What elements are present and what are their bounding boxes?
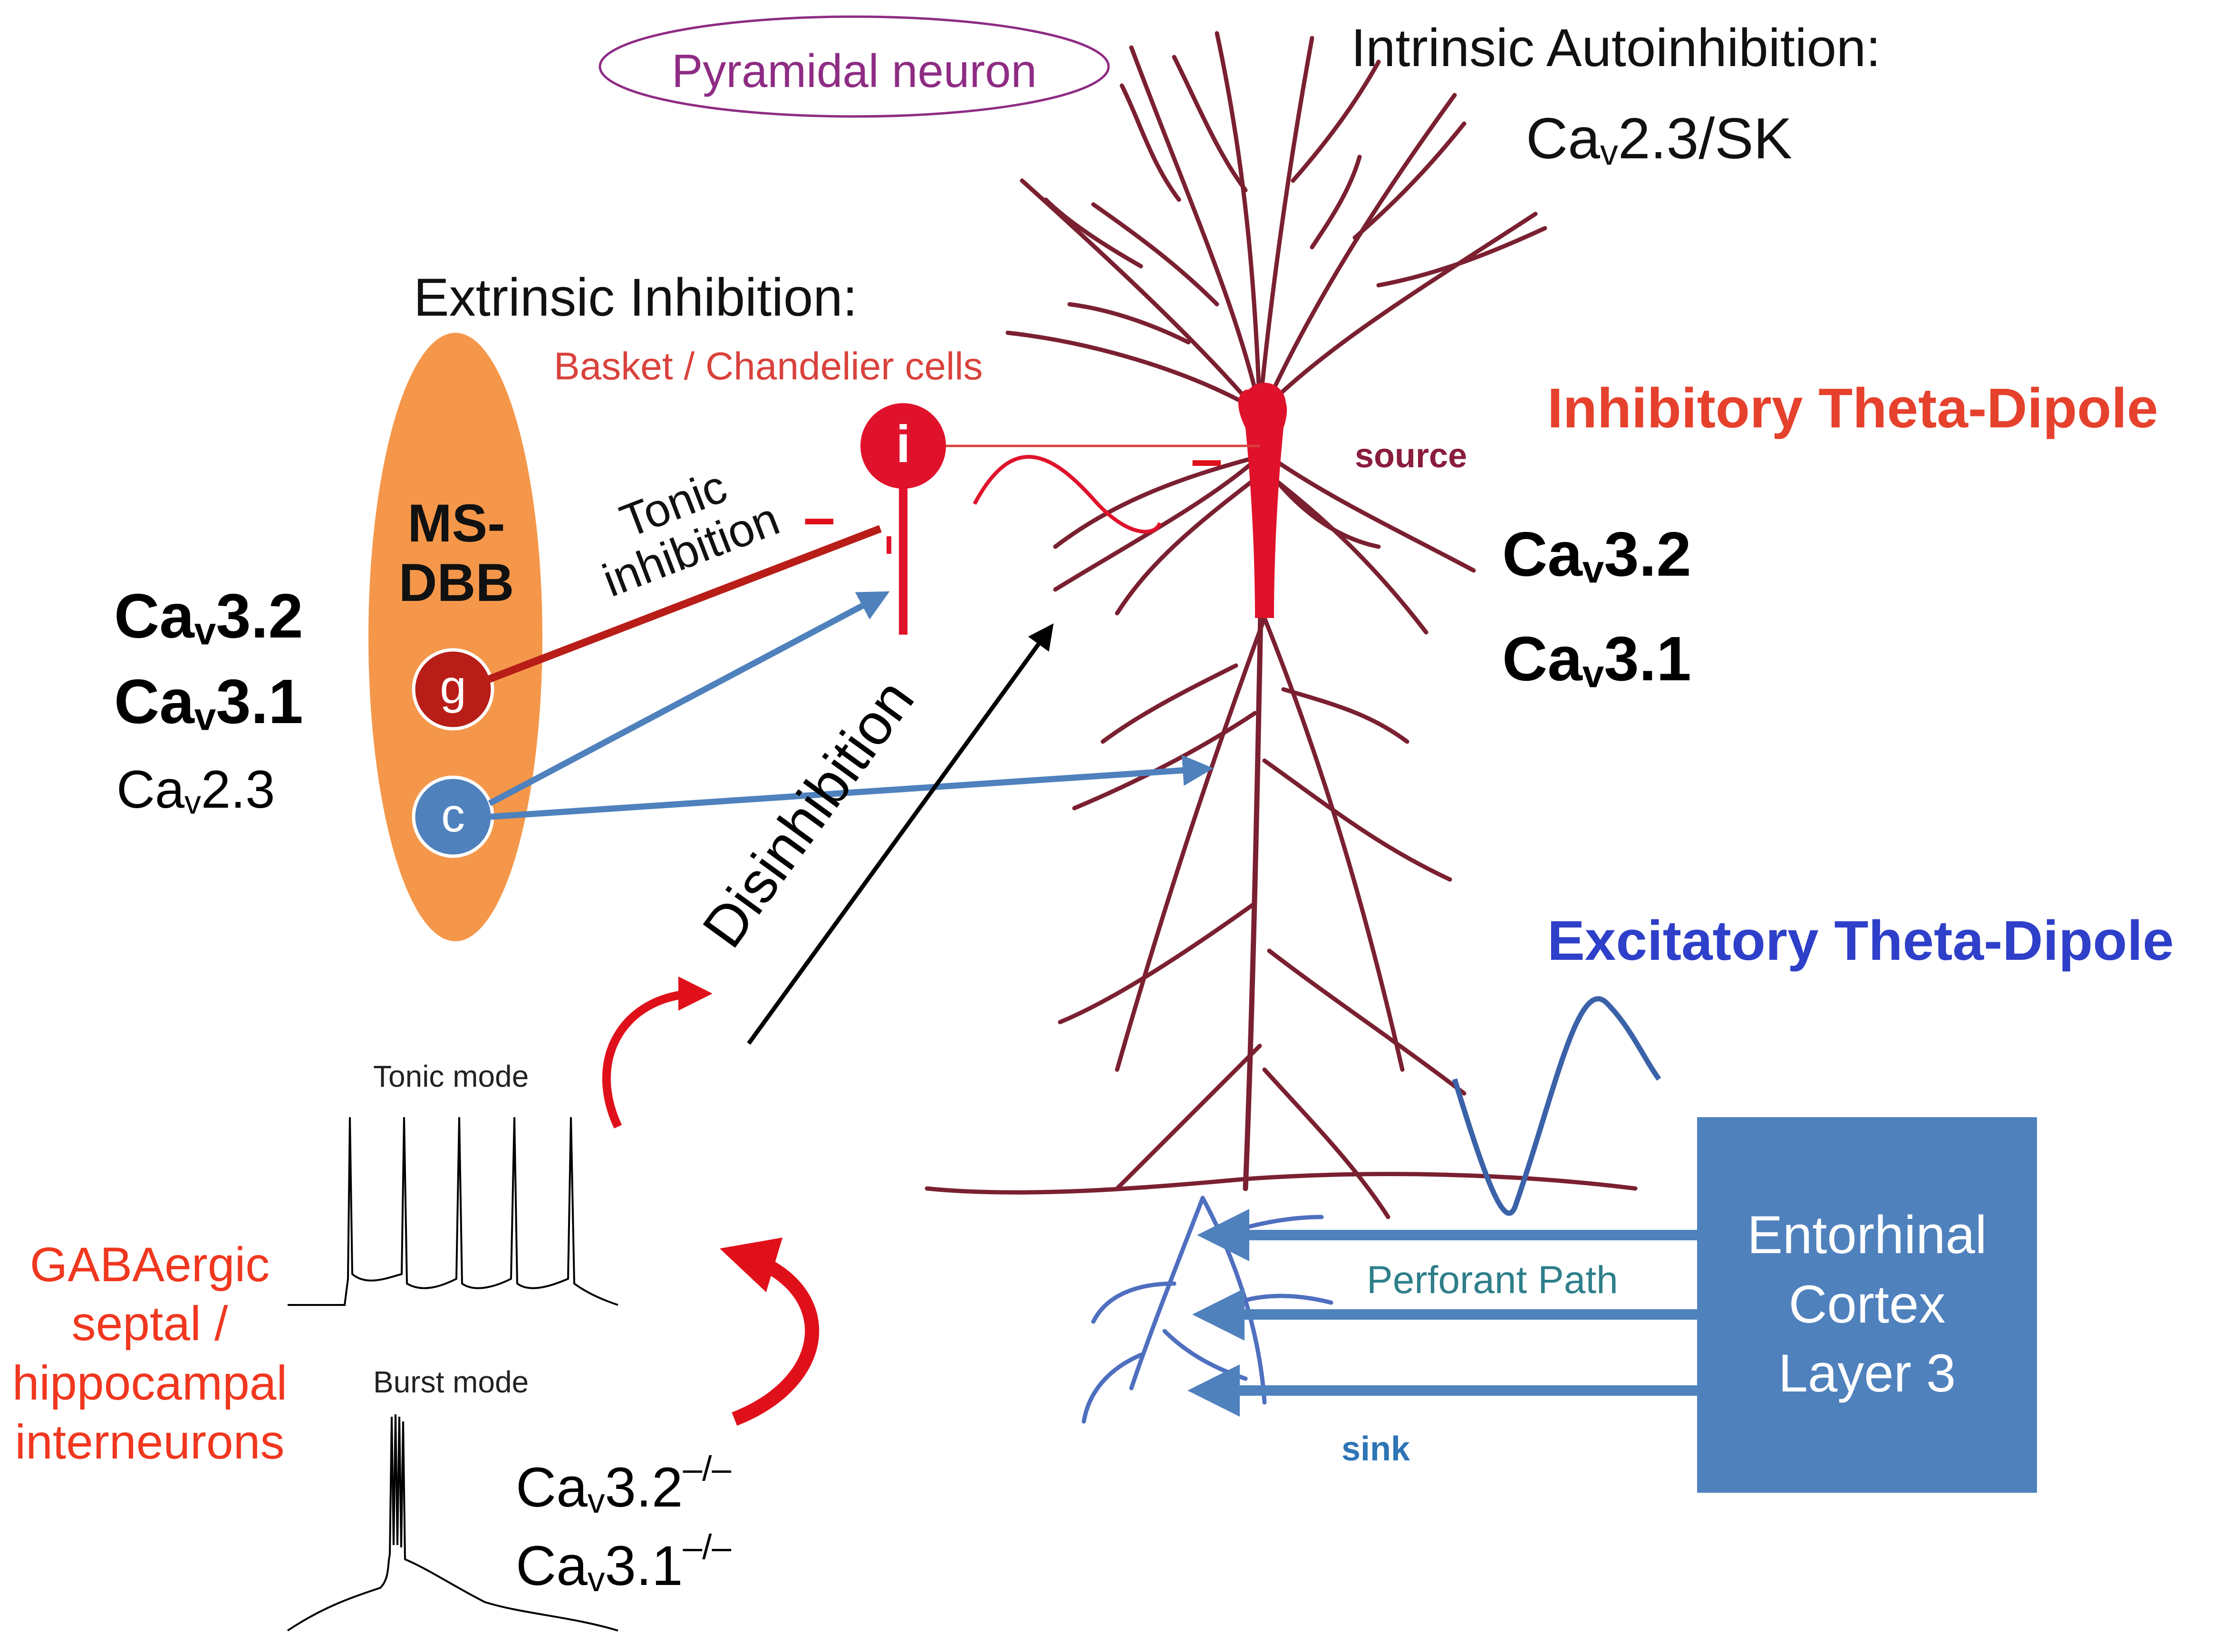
pyramidal-neuron xyxy=(925,31,1638,1219)
extrinsic-inhibition-label: Extrinsic Inhibition: xyxy=(414,268,858,327)
entorhinal-box xyxy=(1697,1117,2037,1493)
ko-cav31-label: Cav3.1–/– xyxy=(516,1527,732,1599)
tonic-mode-trace xyxy=(288,1117,618,1306)
gabaergic-interneurons-label: GABAergic septal / hippocampal interneur… xyxy=(12,1237,288,1469)
source-minus-sign: – xyxy=(1191,427,1223,491)
c-to-pyramidal-arrow xyxy=(490,755,1214,820)
ms-dbb-label: MS- DBB xyxy=(398,493,514,613)
distal-dendrite-left xyxy=(925,1177,1248,1195)
c-to-interneuron-arrow xyxy=(488,591,890,806)
interneuron-cell-label: i xyxy=(896,415,911,473)
tonic-minus-sign: – xyxy=(803,485,835,549)
gaba-cell-g xyxy=(412,648,494,731)
ms-dbb-ellipse xyxy=(368,333,542,941)
distal-dendrite-right xyxy=(1243,1172,1638,1191)
apical-tuft-dendrites xyxy=(1005,31,1547,411)
autoinhibition-channel-label: Cav2.3/SK xyxy=(1526,106,1793,173)
oblique-dendrites xyxy=(1058,616,1467,1219)
g-cell-label: g xyxy=(440,660,466,714)
pyramidal-soma xyxy=(1238,383,1287,618)
pyramidal-neuron-ellipse xyxy=(598,15,1110,118)
perforant-path-label: Perforant Path xyxy=(1367,1258,1618,1302)
burst-mode-label: Burst mode xyxy=(373,1365,529,1399)
burst-mode-trace xyxy=(287,1414,618,1632)
excitatory-theta-dipole-label: Excitatory Theta-Dipole xyxy=(1547,909,2174,972)
basket-chandelier-cell xyxy=(860,403,1260,635)
left-cav31-label: Cav3.1 xyxy=(114,667,303,739)
sink-label: sink xyxy=(1341,1430,1410,1468)
tonic-inhibition-line xyxy=(486,525,882,684)
excitatory-theta-wave xyxy=(1452,996,1661,1216)
source-label: source xyxy=(1355,437,1467,475)
mode-switch-arrow-lower xyxy=(720,1237,820,1426)
pyramidal-neuron-label: Pyramidal neuron xyxy=(671,45,1037,97)
left-cav32-label: Cav3.2 xyxy=(114,581,303,653)
ko-cav32-label: Cav3.2–/– xyxy=(516,1449,732,1521)
inhibitory-theta-dipole-label: Inhibitory Theta-Dipole xyxy=(1547,377,2158,440)
tonic-mode-label: Tonic mode xyxy=(373,1059,529,1093)
right-cav31-label: Cav3.1 xyxy=(1502,624,1691,696)
intrinsic-autoinhibition-label: Intrinsic Autoinhibition: xyxy=(1351,18,1881,77)
disinhibition-arrow xyxy=(747,623,1054,1045)
right-cav32-label: Cav3.2 xyxy=(1502,519,1691,591)
entorhinal-cortex-label: Entorhinal Cortex Layer 3 xyxy=(1747,1205,1987,1403)
left-cav23-label: Cav2.3 xyxy=(116,760,275,821)
basket-chandelier-label: Basket / Chandelier cells xyxy=(554,345,983,388)
mode-switch-arrow-upper xyxy=(602,976,713,1129)
inhibitory-theta-wave xyxy=(973,455,1162,534)
c-cell-label: c xyxy=(441,789,465,842)
